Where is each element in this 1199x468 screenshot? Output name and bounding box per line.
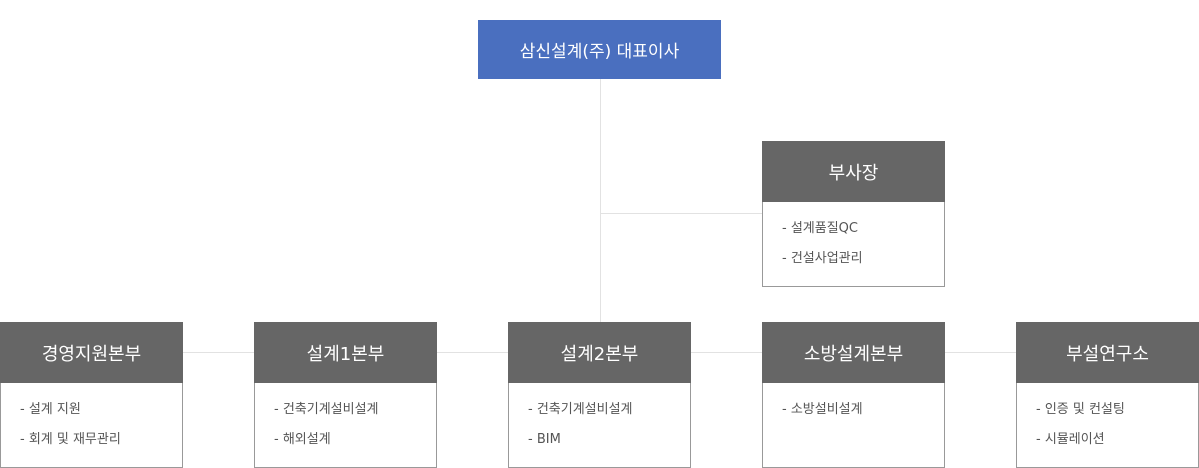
division-box-design-1: 설계1본부 - 건축기계설비설계 - 해외설계 [254, 322, 437, 468]
division-item: - 해외설계 [274, 432, 331, 447]
division-body: - 건축기계설비설계 - BIM [508, 383, 691, 468]
division-box-design-2: 설계2본부 - 건축기계설비설계 - BIM [508, 322, 691, 468]
division-item: - BIM [528, 432, 561, 447]
division-header: 소방설계본부 [762, 322, 945, 383]
division-header: 경영지원본부 [0, 322, 183, 383]
vp-body: - 설계품질QC - 건설사업관리 [762, 202, 945, 287]
division-body: - 인증 및 컨설팅 - 시뮬레이션 [1016, 383, 1199, 468]
division-box-management-support: 경영지원본부 - 설계 지원 - 회계 및 재무관리 [0, 322, 183, 468]
division-title: 부설연구소 [1066, 343, 1149, 365]
division-item: - 회계 및 재무관리 [20, 432, 121, 447]
division-body: - 소방설비설계 [762, 383, 945, 468]
vp-item: - 건설사업관리 [782, 251, 863, 266]
division-title: 소방설계본부 [803, 343, 904, 365]
division-box-research-institute: 부설연구소 - 인증 및 컨설팅 - 시뮬레이션 [1016, 322, 1199, 468]
ceo-label: 삼신설계(주) 대표이사 [519, 42, 680, 62]
connector-vp-branch [600, 213, 762, 214]
division-title: 경영지원본부 [41, 343, 142, 365]
division-header: 설계1본부 [254, 322, 437, 383]
vp-header: 부사장 [762, 141, 945, 202]
division-item: - 소방설비설계 [782, 402, 863, 417]
vp-item: - 설계품질QC [782, 221, 858, 236]
division-box-fire-design: 소방설계본부 - 소방설비설계 [762, 322, 945, 468]
division-item: - 설계 지원 [20, 402, 81, 417]
division-title: 설계2본부 [560, 343, 639, 365]
division-item: - 건축기계설비설계 [274, 402, 379, 417]
ceo-box: 삼신설계(주) 대표이사 [478, 20, 721, 79]
division-item: - 시뮬레이션 [1036, 432, 1105, 447]
division-body: - 건축기계설비설계 - 해외설계 [254, 383, 437, 468]
connector-vertical-main [600, 79, 601, 322]
division-header: 설계2본부 [508, 322, 691, 383]
division-header: 부설연구소 [1016, 322, 1199, 383]
vp-box: 부사장 - 설계품질QC - 건설사업관리 [762, 141, 945, 287]
division-body: - 설계 지원 - 회계 및 재무관리 [0, 383, 183, 468]
division-item: - 건축기계설비설계 [528, 402, 633, 417]
division-title: 설계1본부 [306, 343, 385, 365]
division-item: - 인증 및 컨설팅 [1036, 402, 1125, 417]
vp-title: 부사장 [828, 162, 879, 184]
